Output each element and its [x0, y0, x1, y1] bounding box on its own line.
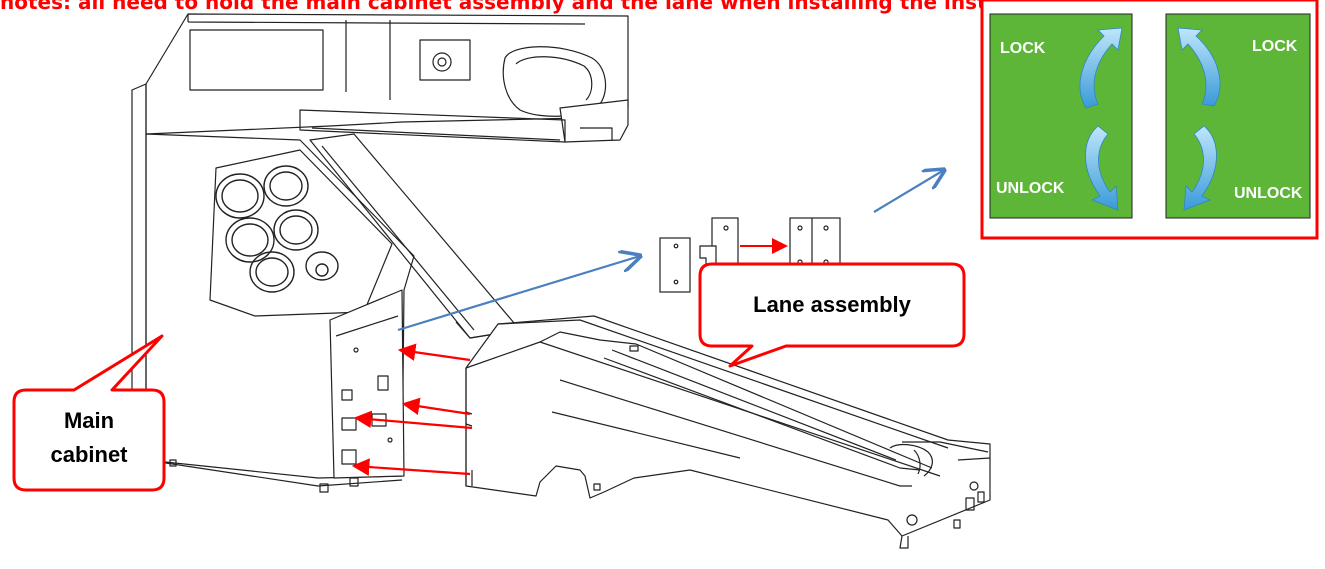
lane-assembly-callout	[698, 262, 966, 368]
lock-label-right: LOCK	[1252, 38, 1298, 55]
main-cabinet-label-line2: cabinet	[50, 442, 128, 467]
main-cabinet-callout	[12, 334, 166, 492]
unlock-arrow-icon	[1085, 125, 1119, 211]
lock-arrow-icon	[1079, 27, 1123, 109]
assembly-direction-arrows	[351, 343, 473, 476]
lane-assembly-label: Lane assembly	[753, 292, 911, 317]
unlock-arrow-icon	[1183, 125, 1217, 211]
lane-assembly-drawing	[465, 315, 991, 549]
lock-panel-right	[1165, 13, 1311, 219]
main-cabinet-drawing	[131, 13, 629, 493]
lock-panel-left	[989, 13, 1133, 219]
main-cabinet-label-line1: Main	[63, 408, 115, 433]
unlock-label-right: UNLOCK	[1234, 185, 1303, 202]
detail-pointer-arrows	[397, 170, 944, 332]
lock-arrow-icon	[1177, 27, 1221, 107]
header-note: notes: all need to hold the main cabinet…	[0, 0, 1072, 14]
lock-label-left: LOCK	[1000, 40, 1046, 57]
main-cabinet-label: Main cabinet	[14, 404, 164, 472]
unlock-label-left: UNLOCK	[996, 180, 1065, 197]
